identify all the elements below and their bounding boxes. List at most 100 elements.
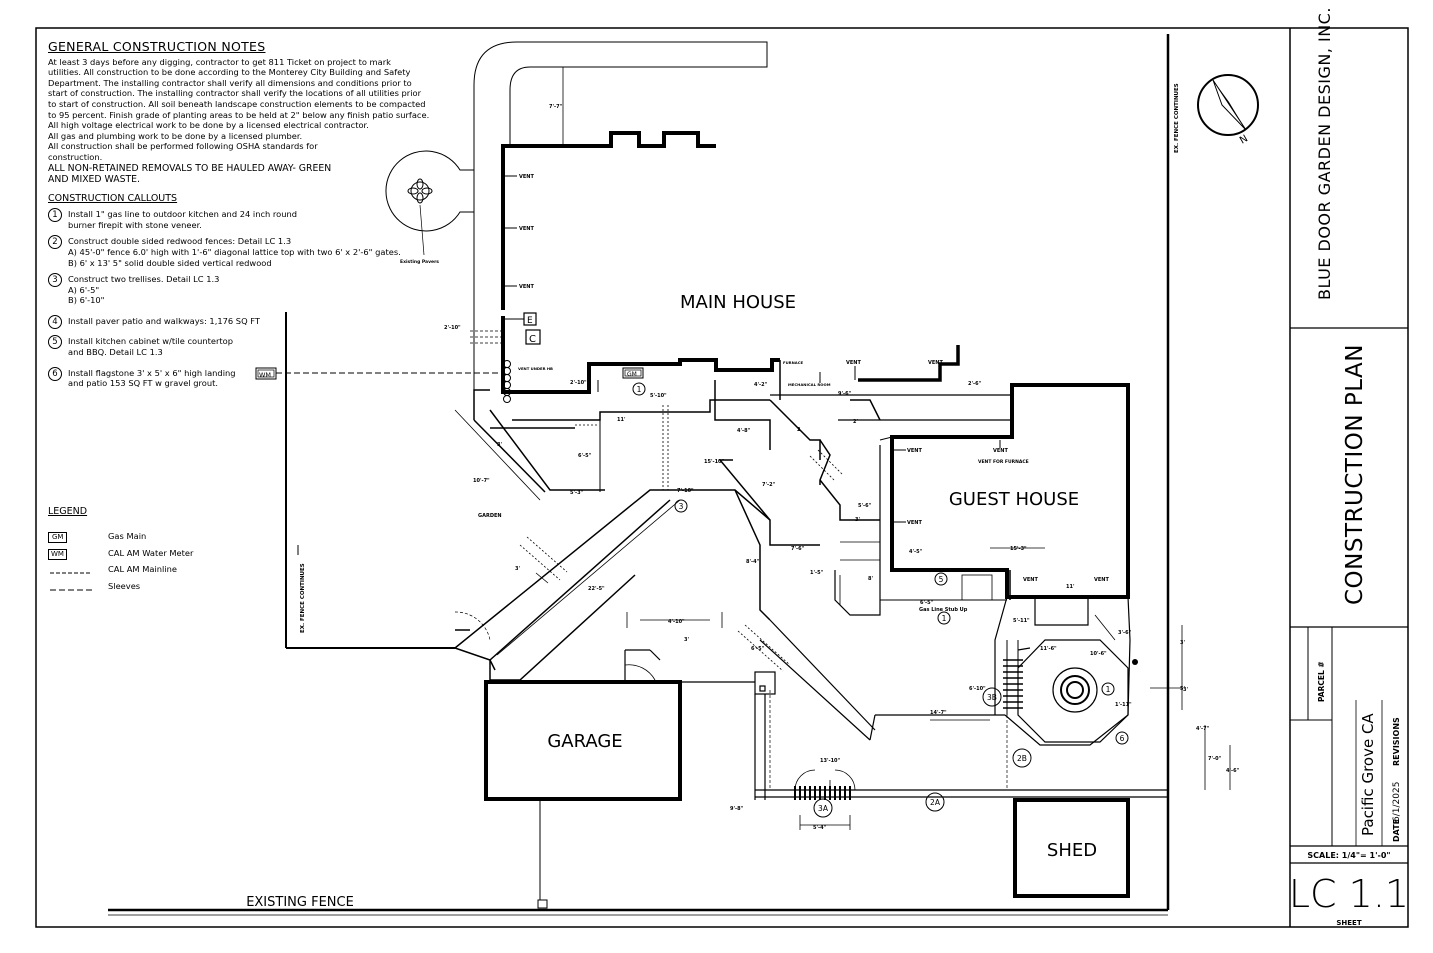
vent-label: VENT (519, 284, 534, 290)
guest-house-label: GUEST HOUSE (949, 489, 1079, 510)
note-line: to 95 percent. Finish grade of planting … (48, 109, 430, 120)
garage-label: GARAGE (547, 731, 622, 752)
note-line: At least 3 days before any digging, cont… (48, 56, 391, 67)
dimension-label: 14'-7" (930, 710, 947, 716)
dimension-label: 2 (797, 427, 801, 433)
dimension-label: 11' (617, 417, 626, 423)
title-block: BLUE DOOR GARDEN DESIGN, INC. CONSTRUCTI… (1289, 7, 1409, 927)
mechanical-room-label: MECHANICAL ROOM (788, 382, 831, 387)
dimension-label: 9'-8" (730, 806, 744, 812)
dimension-label: 11' (1066, 584, 1075, 590)
dimension-label: 8' (868, 576, 873, 582)
existing-pavers-circle (385, 150, 474, 232)
dimension-label: 6'-5" (920, 600, 934, 606)
vent-label: VENT (1094, 577, 1109, 583)
pipe-coil-icon (503, 360, 511, 403)
dimension-label: 4'-8" (737, 428, 751, 434)
legend: LEGEND GM Gas Main WM CAL AM Water Meter… (48, 506, 193, 597)
dimension-label: 8'-4" (746, 559, 760, 565)
main-house-label: MAIN HOUSE (680, 292, 796, 313)
scale-text: SCALE: 1/4"= 1'-0" (1307, 851, 1390, 860)
note-line: All gas and plumbing work to be done by … (48, 130, 303, 141)
dimension-label: 1'-11" (1115, 702, 1132, 708)
shed (1013, 798, 1130, 898)
dimension-label: 3' (497, 442, 502, 448)
svg-text:GM: GM (627, 371, 637, 378)
dimension-label: 22'-5" (588, 586, 605, 592)
svg-text:WM: WM (259, 371, 271, 379)
vent-label: VENT (519, 174, 534, 180)
existing-pavers-label: Existing Pavers (400, 259, 439, 265)
dimension-label: 2' (853, 419, 858, 425)
dimension-label: 9'-6" (838, 391, 852, 397)
firepit-patio (994, 596, 1131, 746)
callout-tag: 2A (930, 798, 941, 807)
callouts-title: CONSTRUCTION CALLOUTS (48, 192, 178, 204)
revisions-label: REVISIONS (1392, 717, 1401, 766)
gas-main-symbol: GM (622, 367, 644, 379)
vent-label: VENT (519, 226, 534, 232)
vent-for-furnace-label: VENT FOR FURNACE (978, 459, 1029, 465)
note-line: construction. (48, 151, 103, 162)
dimension-label: 6'-5" (578, 453, 592, 459)
dimension-label: 5'-4" (813, 825, 827, 831)
note-line: start of construction. The installing co… (48, 88, 422, 99)
callout-item: 6 Install flagstone 3' x 5' x 6" high la… (48, 366, 478, 389)
svg-text:N: N (1238, 133, 1250, 146)
furnace-label: FURNACE (783, 360, 804, 365)
existing-fence-label: EXISTING FENCE (246, 895, 354, 910)
legend-row: Sleeves (108, 580, 141, 591)
paver-medallion-icon (407, 178, 433, 204)
note-line: Department. The installing contractor sh… (48, 77, 412, 88)
ex-fence-label-right: EX. FENCE CONTINUES (1174, 83, 1180, 153)
dimension-label: 15'-10" (704, 459, 725, 465)
dimension-label: 7'-10" (677, 488, 694, 494)
dimension-label: 2'-10" (570, 380, 587, 386)
dimension-label: 6'-5" (751, 646, 765, 652)
callout-tag: 5 (939, 575, 944, 584)
callout-tag: 3 (679, 502, 684, 511)
note-line: All construction shall be performed foll… (48, 141, 318, 152)
dimension-label: 4'-5" (909, 549, 923, 555)
shed-label: SHED (1047, 840, 1097, 861)
callout-item: 4 Install paver patio and walkways: 1,17… (48, 314, 478, 329)
meter-c-label: C (529, 334, 536, 345)
callout-item: 3 Construct two trellises. Detail LC 1.3… (48, 273, 478, 306)
general-notes-title: GENERAL CONSTRUCTION NOTES (48, 39, 266, 54)
legend-row: GM Gas Main (48, 531, 146, 548)
dimension-label: 7'-0" (1208, 756, 1222, 762)
vent-label: VENT (928, 360, 943, 366)
dimension-label: 15'-3" (1010, 546, 1027, 552)
dimension-label: 3' (1183, 687, 1188, 693)
garage (484, 680, 682, 801)
date-label: DATE (1392, 819, 1401, 842)
date-value: 6/1/2025 (1392, 782, 1402, 822)
general-notes: GENERAL CONSTRUCTION NOTES At least 3 da… (48, 39, 478, 395)
ex-fence-label-left: EX. FENCE CONTINUES (300, 563, 306, 633)
dimension-label: 10'-7" (473, 478, 490, 484)
dimension-label: 4'-7" (1196, 726, 1210, 732)
callout-tag: 3A (818, 804, 829, 813)
vent-label: VENT (1023, 577, 1038, 583)
dimension-label: 7'-6" (791, 546, 805, 552)
callout-item: 2 Construct double sided redwood fences:… (48, 235, 478, 268)
vent-for-furnace-label: VENT (993, 448, 1008, 454)
dimension-label: 5'-11" (1013, 618, 1030, 624)
north-arrow-icon: N (1197, 74, 1259, 147)
vent-label: VENT (846, 360, 861, 366)
dimension-label: 3' (855, 517, 860, 523)
sheet-border (35, 27, 1409, 928)
dimension-label: 4'-2" (754, 382, 768, 388)
sheet-number: LC 1.1 (1289, 872, 1409, 916)
note-line: utilities. All construction to be done a… (48, 67, 411, 78)
callout-tag: 1 (942, 614, 947, 623)
vent-under-hb-label: VENT UNDER HB (518, 366, 553, 371)
dimension-label: 13'-10" (820, 758, 841, 764)
dimension-label: 4'-6" (1226, 768, 1240, 774)
dimension-label: 7'-7" (549, 104, 563, 110)
sheet-label: SHEET (1336, 919, 1361, 927)
callout-tag: 1 (637, 385, 642, 394)
dimension-label: 4'-10" (668, 619, 685, 625)
note-caps-line: ALL NON-RETAINED REMOVALS TO BE HAULED A… (48, 162, 332, 174)
gas-line-label: Gas Line Stub Up (919, 607, 968, 613)
